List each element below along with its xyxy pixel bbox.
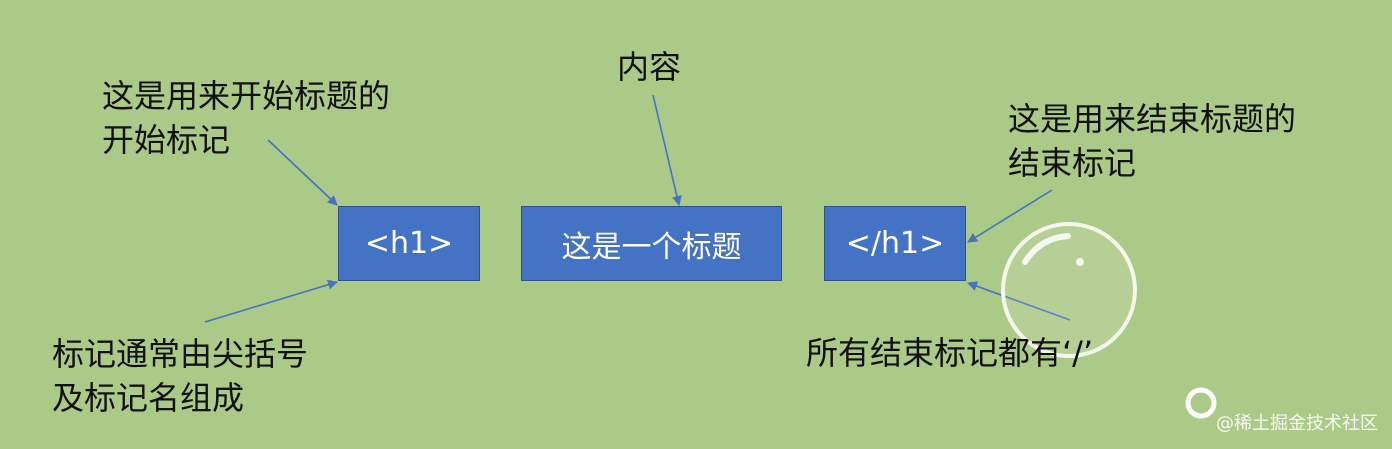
close-tag-label-line1: 这是用来结束标题的 bbox=[1008, 100, 1297, 138]
bracket-label-line1: 标记通常由尖括号 bbox=[52, 335, 309, 373]
content-text: 这是一个标题 bbox=[561, 229, 742, 265]
arrow-close-tag-label bbox=[967, 189, 1053, 243]
bubble-decoration bbox=[1001, 222, 1217, 419]
content-label: 内容 bbox=[617, 45, 681, 89]
bracket-label-line2: 及标记名组成 bbox=[52, 379, 245, 417]
open-tag-label-line1: 这是用来开始标题的 bbox=[102, 77, 391, 115]
slash-label: 所有结束标记都有‘/’ bbox=[806, 331, 1093, 375]
watermark: @稀土掘金技术社区 bbox=[1216, 413, 1378, 434]
close-tag-box: </h1> bbox=[824, 206, 966, 281]
close-tag-text: </h1> bbox=[845, 226, 945, 261]
arrow-bracket-label bbox=[204, 279, 338, 323]
bracket-label: 标记通常由尖括号 及标记名组成 bbox=[52, 332, 308, 420]
open-tag-label-line2: 开始标记 bbox=[102, 121, 231, 159]
arrow-content-label bbox=[652, 94, 682, 206]
close-tag-label: 这是用来结束标题的 结束标记 bbox=[1008, 97, 1296, 185]
arrow-open-tag-label bbox=[267, 139, 338, 206]
content-label-text: 内容 bbox=[617, 48, 682, 86]
close-tag-label-line2: 结束标记 bbox=[1008, 144, 1137, 182]
open-tag-box: <h1> bbox=[338, 206, 480, 281]
content-box: 这是一个标题 bbox=[521, 206, 782, 281]
arrow-slash-label bbox=[967, 281, 1071, 321]
open-tag-label: 这是用来开始标题的 开始标记 bbox=[102, 74, 390, 162]
slash-label-text: 所有结束标记都有‘/’ bbox=[806, 334, 1094, 372]
open-tag-text: <h1> bbox=[364, 226, 454, 261]
